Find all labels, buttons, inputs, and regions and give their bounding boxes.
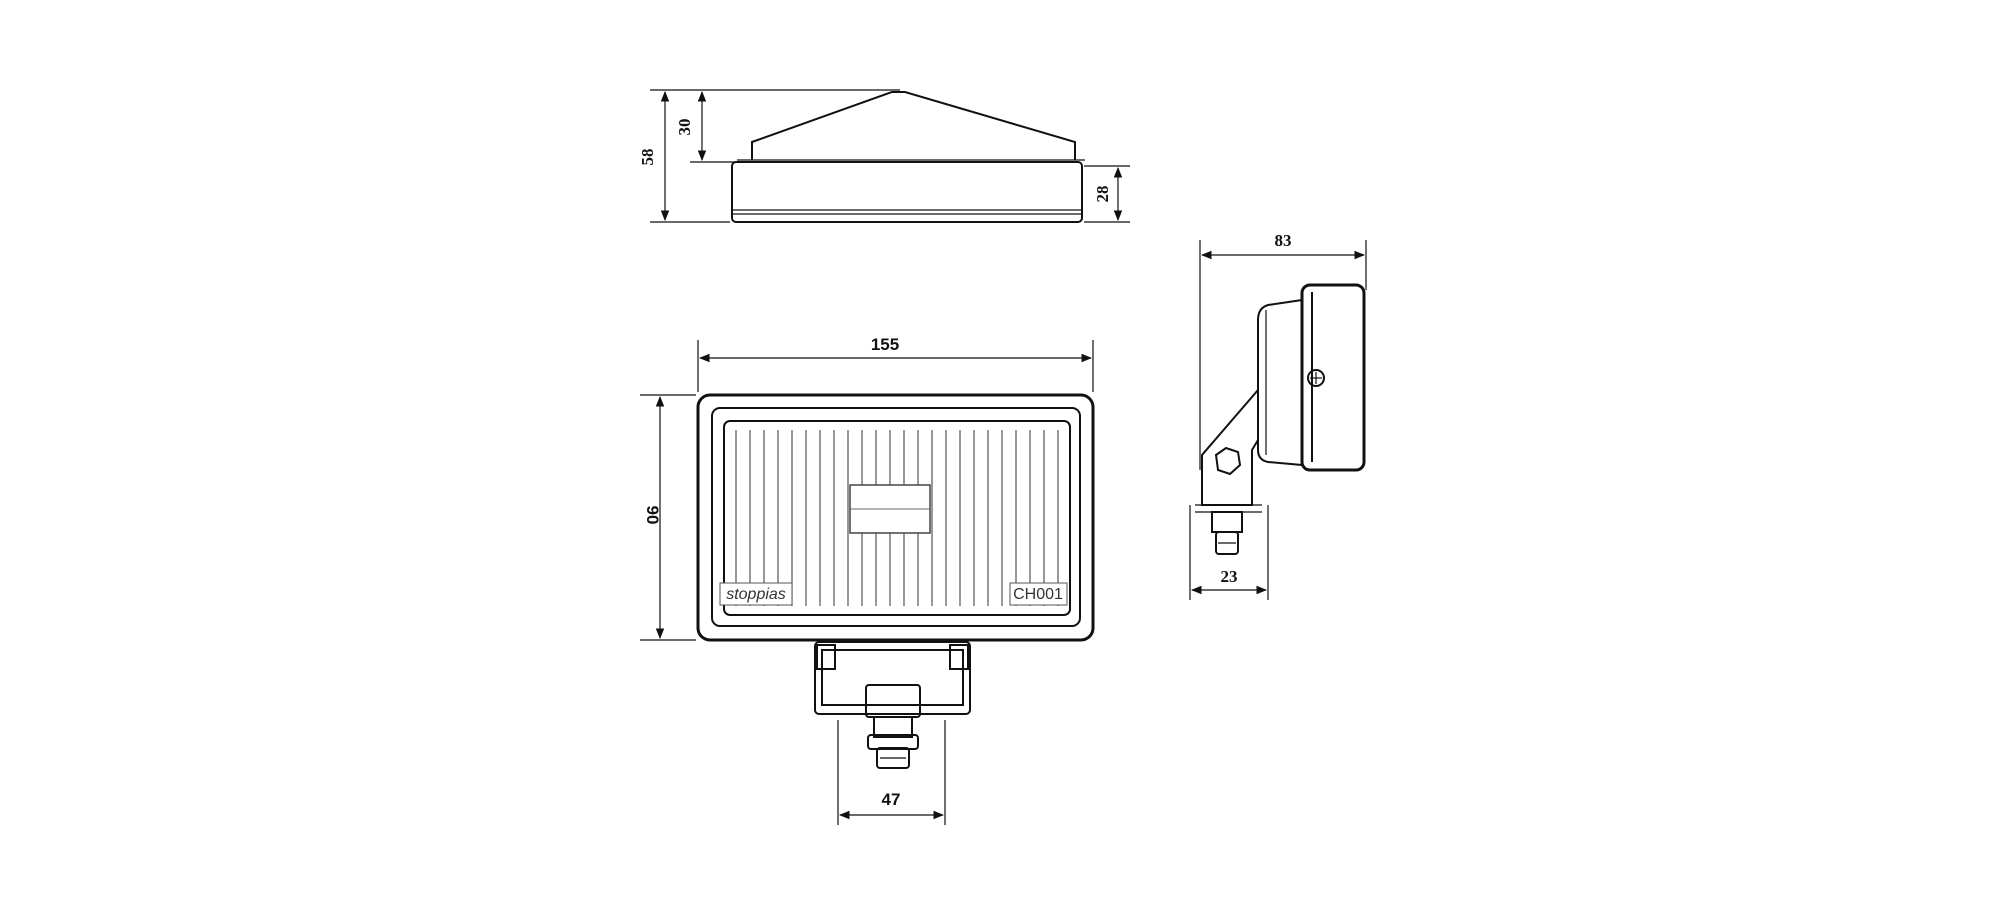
body-outline xyxy=(731,161,1083,223)
model-label: CH001 xyxy=(1013,586,1063,603)
side-body xyxy=(1300,283,1366,472)
dim-23-label: 23 xyxy=(1221,567,1238,586)
front-view: stoppias CH001 155 90 47 xyxy=(640,335,1095,825)
top-profile-view: 58 30 28 xyxy=(638,89,1130,223)
dome-outline xyxy=(751,91,1076,160)
dim-90-label: 90 xyxy=(643,506,662,525)
dim-83-label: 83 xyxy=(1275,231,1292,250)
dim-28-label: 28 xyxy=(1093,186,1112,203)
brand-label: stoppias xyxy=(726,586,786,603)
dim-47-label: 47 xyxy=(882,790,901,809)
housing-outline xyxy=(696,393,1095,642)
mount-bracket xyxy=(814,641,971,769)
side-bracket xyxy=(1201,389,1259,506)
dim-30-label: 30 xyxy=(675,119,694,136)
lens xyxy=(723,420,1071,616)
dim-58-label: 58 xyxy=(638,149,657,166)
dim-155-label: 155 xyxy=(871,335,899,354)
side-view: 83 23 xyxy=(1189,231,1367,600)
